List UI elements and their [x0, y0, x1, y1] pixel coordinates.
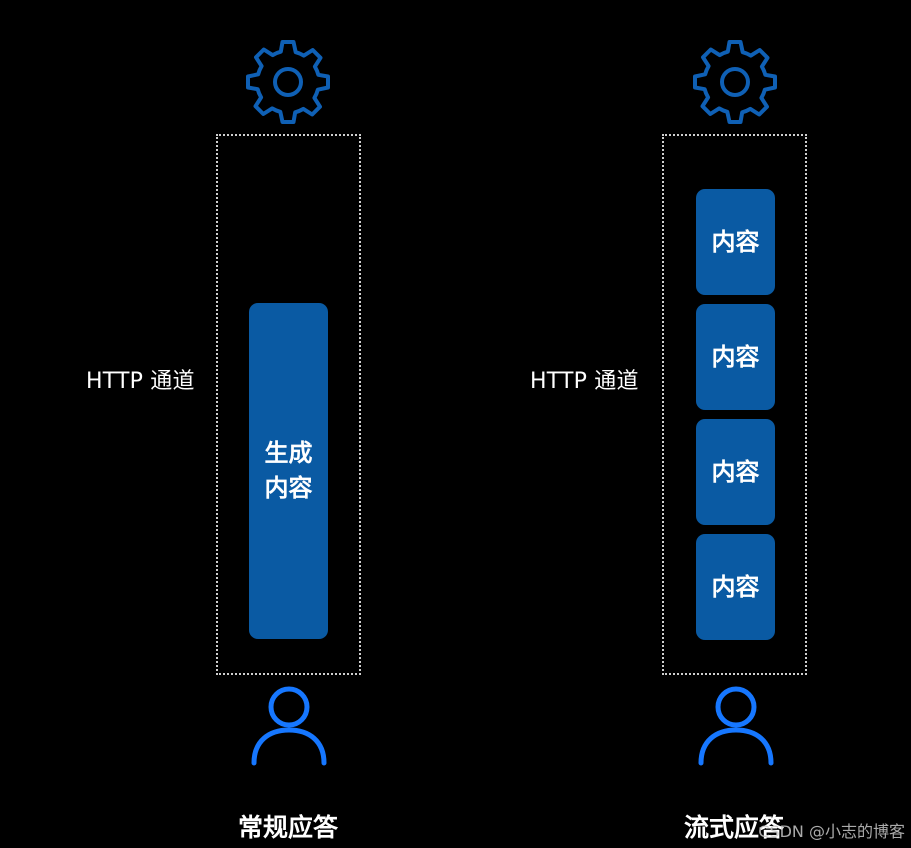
left-user-icon	[249, 684, 329, 766]
right-content-chunk-4: 内容	[696, 534, 775, 640]
left-http-channel	[216, 134, 361, 675]
left-block-text: 生成 内容	[264, 439, 313, 502]
left-caption: 常规应答	[238, 813, 339, 842]
right-content-chunk-3: 内容	[696, 419, 775, 525]
right-chunk-3-text: 内容	[711, 457, 760, 486]
right-chunk-1-text: 内容	[711, 227, 760, 256]
right-user-icon	[696, 684, 776, 766]
left-gear-icon	[242, 36, 334, 128]
watermark: CSDN @小志的博客	[758, 822, 905, 841]
right-chunk-4-text: 内容	[711, 572, 760, 601]
right-content-chunk-1: 内容	[696, 189, 775, 295]
right-caption: 流式应答	[684, 813, 785, 842]
right-chunk-2-text: 内容	[711, 342, 760, 371]
left-generated-content-block: 生成 内容	[249, 303, 328, 639]
right-channel-label: HTTP 通道	[530, 369, 639, 394]
right-gear-icon	[689, 36, 781, 128]
left-channel-label: HTTP 通道	[86, 369, 195, 394]
right-content-chunk-2: 内容	[696, 304, 775, 410]
right-http-channel	[662, 134, 807, 675]
